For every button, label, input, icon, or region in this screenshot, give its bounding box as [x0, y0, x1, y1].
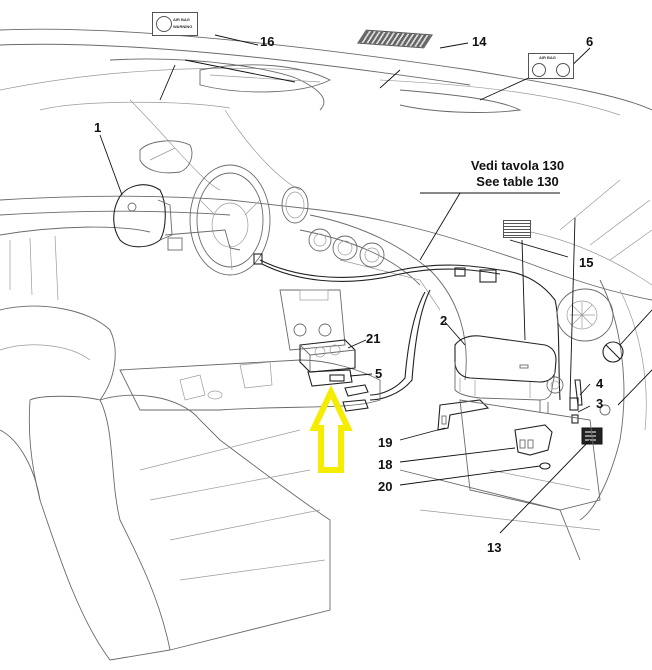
dashboard — [0, 179, 652, 381]
callout-21: 21 — [366, 331, 381, 346]
passenger-airbag-sticker: AIR BAG — [528, 53, 574, 79]
warning-sticker — [503, 220, 531, 238]
callout-15: 15 — [579, 255, 594, 270]
callout-2: 2 — [440, 313, 448, 328]
center-console — [119, 289, 381, 411]
steering-wheel — [189, 164, 271, 276]
mirror — [199, 64, 332, 93]
door-panel — [579, 279, 647, 521]
seat-icon — [556, 63, 570, 77]
leader-lines — [99, 34, 652, 534]
windshield-outline — [0, 28, 652, 191]
side-connectors — [569, 379, 583, 424]
passenger-label-text: AIR BAG — [539, 55, 556, 60]
side-mirror — [139, 140, 193, 174]
instrument-cluster — [281, 186, 385, 268]
passenger-icon — [532, 63, 546, 77]
control-unit — [299, 339, 369, 412]
reference-note-it: Vedi tavola 130 — [470, 158, 565, 173]
brackets — [437, 399, 553, 470]
callout-1: 1 — [94, 120, 102, 135]
warning-label-line2: WARNING — [173, 24, 193, 29]
highlight-arrow — [309, 384, 353, 473]
floor-outline — [399, 399, 601, 561]
callout-3: 3 — [596, 396, 604, 411]
driver-airbag — [113, 184, 241, 251]
callout-18: 18 — [378, 457, 393, 472]
callout-13: 13 — [487, 540, 502, 555]
callout-16: 16 — [260, 34, 275, 49]
callout-4: 4 — [596, 376, 604, 391]
no-child-seat-icon — [156, 16, 172, 32]
front-seat — [0, 305, 331, 661]
callout-14: 14 — [472, 34, 487, 49]
passenger-airbag — [454, 335, 564, 414]
callout-19: 19 — [378, 435, 393, 450]
callout-6: 6 — [586, 34, 594, 49]
airbag-warning-sticker: AIR BAG WARNING — [152, 12, 198, 36]
reference-note: Vedi tavola 130 See table 130 — [455, 158, 580, 190]
callout-20: 20 — [378, 479, 393, 494]
speaker — [556, 288, 614, 342]
warning-label-line1: AIR BAG — [173, 17, 190, 22]
callout-5: 5 — [375, 366, 383, 381]
wiring-harness — [253, 253, 561, 401]
reference-note-en: See table 130 — [476, 174, 559, 189]
